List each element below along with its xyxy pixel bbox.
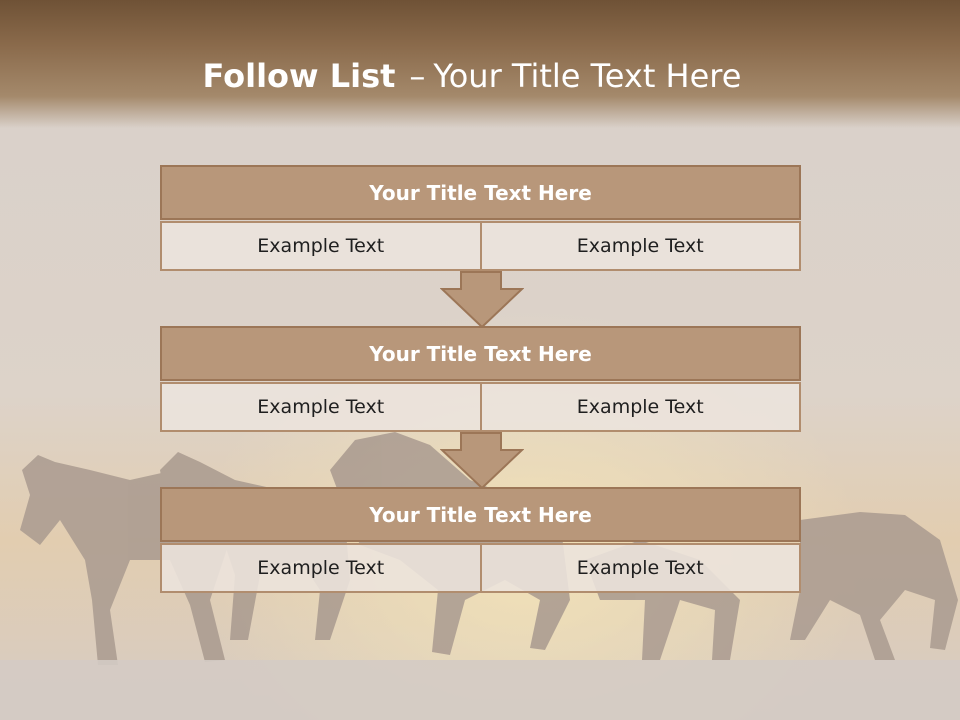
down-arrow-icon: [440, 271, 524, 329]
block-cell-left: Example Text: [160, 543, 482, 593]
block-row: Example Text Example Text: [160, 382, 801, 432]
slide-title-bold: Follow List: [202, 57, 396, 95]
list-block-1: Your Title Text Here Example Text Exampl…: [160, 165, 801, 271]
list-block-2: Your Title Text Here Example Text Exampl…: [160, 326, 801, 432]
down-arrow-icon: [440, 432, 524, 490]
header-band: [0, 0, 960, 128]
block-cell-left: Example Text: [160, 221, 482, 271]
block-row: Example Text Example Text: [160, 221, 801, 271]
block-title: Your Title Text Here: [160, 165, 801, 220]
block-row: Example Text Example Text: [160, 543, 801, 593]
block-cell-right: Example Text: [481, 221, 801, 271]
block-cell-right: Example Text: [481, 382, 801, 432]
slide-title-separator: –: [409, 57, 426, 95]
block-cell-right: Example Text: [481, 543, 801, 593]
block-cell-left: Example Text: [160, 382, 482, 432]
slide-title: Follow List–Your Title Text Here: [0, 54, 944, 98]
block-title: Your Title Text Here: [160, 487, 801, 542]
list-block-3: Your Title Text Here Example Text Exampl…: [160, 487, 801, 593]
slide-title-rest: Your Title Text Here: [433, 57, 742, 95]
block-title: Your Title Text Here: [160, 326, 801, 381]
